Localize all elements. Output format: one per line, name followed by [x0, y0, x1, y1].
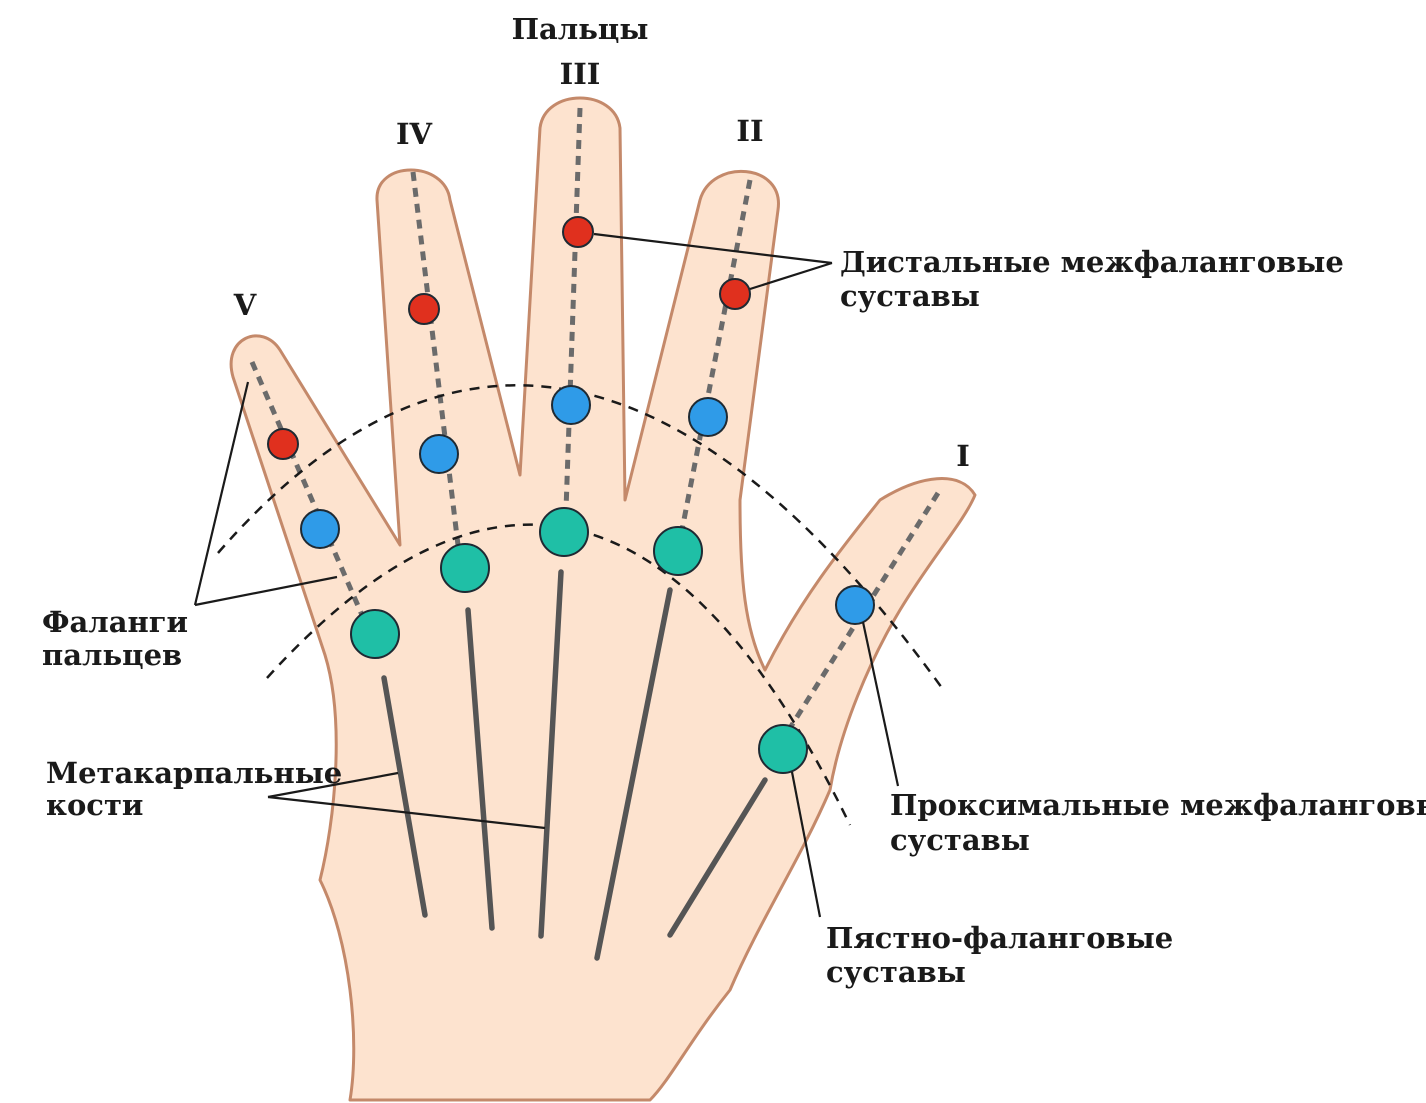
proximal-joint-v [300, 509, 340, 549]
metacarpal-label-line2: кости [46, 788, 143, 822]
mcp-joints-label-line2: суставы [826, 955, 966, 989]
proximal-joint-iv [419, 434, 459, 474]
metacarpal-bone-iii [538, 569, 564, 939]
distal-joint-ii [719, 278, 751, 310]
metacarpal-bone-iv [465, 607, 495, 931]
hand-outline [229, 96, 977, 1102]
proximal-joint-i [835, 585, 875, 625]
finger-label-ii: II [736, 114, 763, 148]
leader-metacarpal-v [267, 771, 399, 799]
metacarpal-bone-i [667, 777, 768, 938]
mcp-joints [350, 507, 808, 774]
distal-joints [267, 216, 751, 460]
proximal-joint-ii [688, 397, 728, 437]
distal-joints-label-line2: суставы [840, 279, 980, 313]
mcp-joint-iv [440, 543, 490, 593]
distal-joint-iv [408, 293, 440, 325]
mcp-joint-ii [653, 526, 703, 576]
distal-joint-v [267, 428, 299, 460]
fingers-title: Пальцы [512, 12, 649, 46]
leader-proximal-i [861, 621, 900, 787]
proximal-joint-iii [551, 385, 591, 425]
leader-phalanges-v-base [194, 575, 338, 607]
mcp-joint-iii [539, 507, 589, 557]
proximal-joints-label-line1: Проксимальные межфаланговые [890, 788, 1426, 822]
finger-axis-i [787, 491, 941, 730]
finger-label-v: V [233, 288, 257, 322]
leader-distal-iii [593, 232, 833, 265]
mcp-joints-label-line1: Пястно-фаланговые [826, 921, 1173, 955]
mcp-joint-v [350, 609, 400, 659]
distal-joints-label-line1: Дистальные межфаланговые [840, 245, 1344, 279]
metacarpal-bone-v [381, 675, 428, 918]
finger-label-iv: IV [396, 117, 433, 151]
phalanges-label-line2: пальцев [42, 638, 182, 672]
leader-lines [193, 232, 900, 918]
leader-phalanges-v-tip [193, 381, 250, 606]
leader-metacarpal-iii [267, 795, 546, 830]
proximal-joints [300, 385, 875, 625]
metacarpal-bone-ii [594, 587, 673, 961]
finger-axis-iii [563, 107, 583, 511]
mcp-joint-i [758, 724, 808, 774]
leader-mcp-i [790, 771, 822, 918]
proximal-joints-label-line2: суставы [890, 823, 1030, 857]
metacarpal-label-line1: Метакарпальные [46, 756, 342, 790]
finger-axis-ii [679, 179, 753, 531]
phalanges-label-line1: Фаланги [42, 605, 188, 639]
finger-label-iii: III [560, 57, 601, 91]
leader-distal-ii [749, 261, 833, 291]
finger-axis-v [249, 361, 365, 616]
finger-label-i: I [956, 439, 970, 473]
distal-joint-iii [562, 216, 594, 248]
